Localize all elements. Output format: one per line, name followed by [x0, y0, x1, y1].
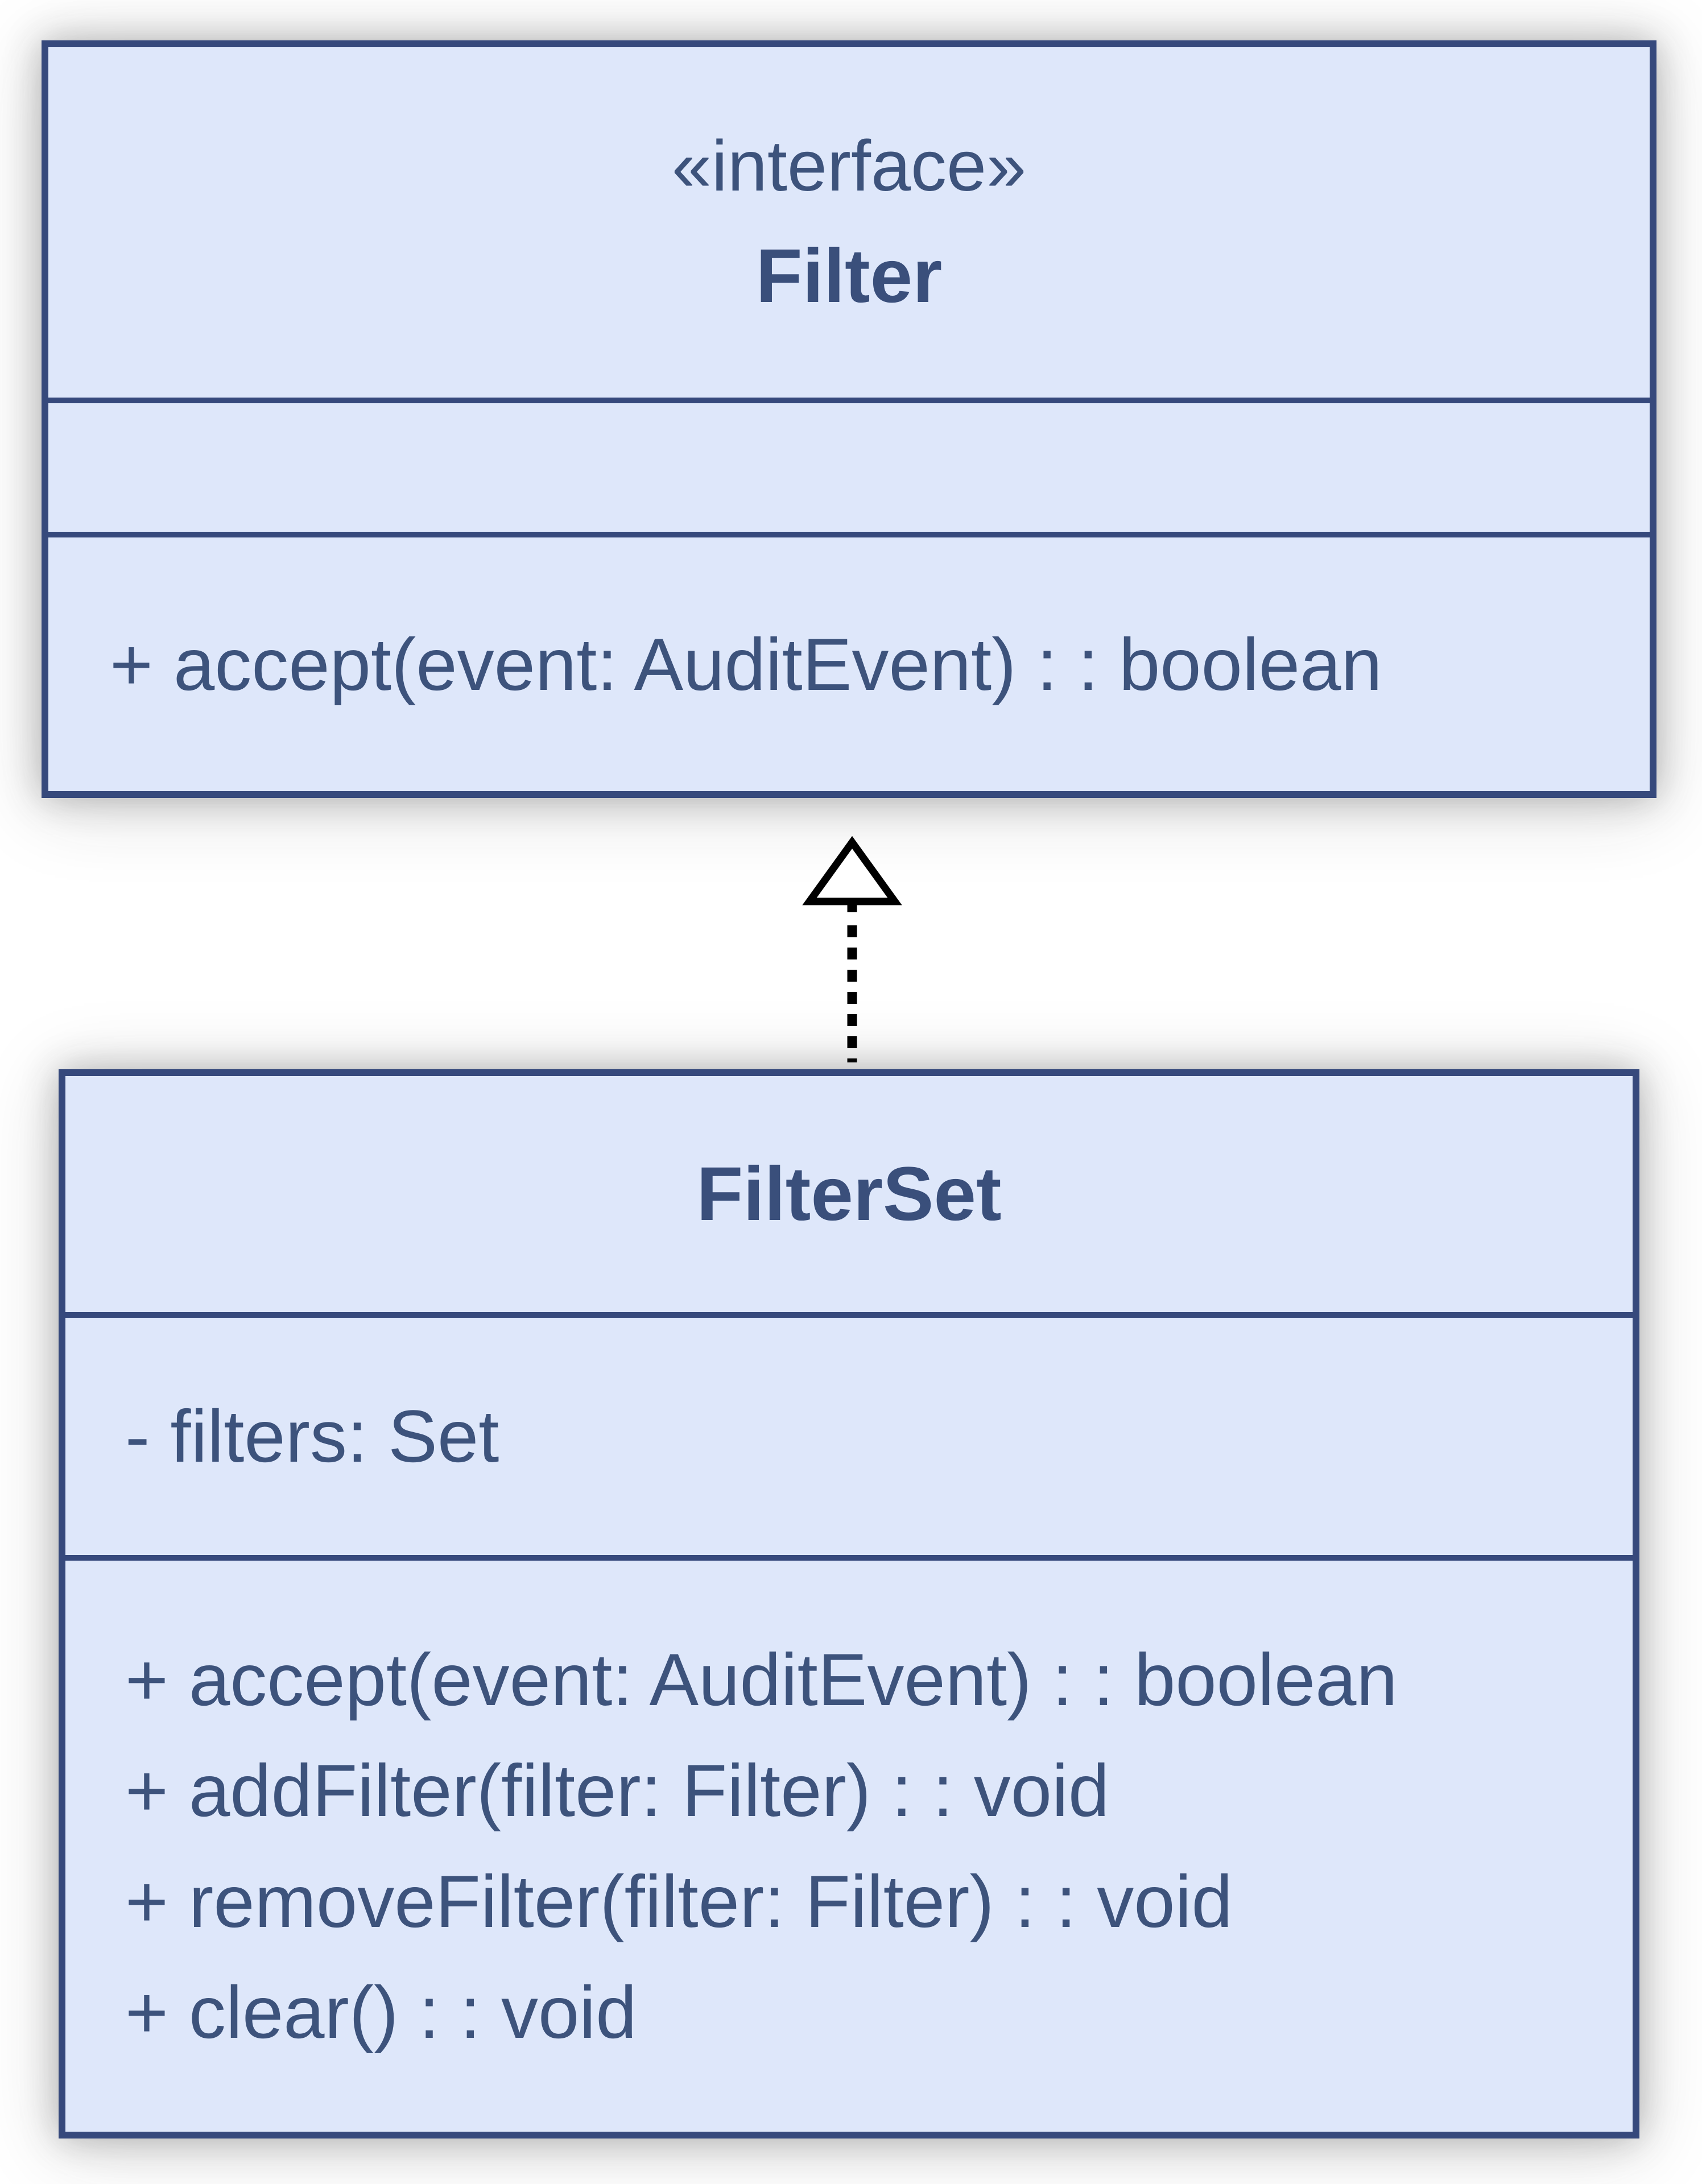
filterset-methods-compartment: + accept(event: AuditEvent) : : boolean …: [65, 1555, 1633, 2132]
hollow-triangle-arrowhead: [802, 835, 902, 905]
class-filterset-box: FilterSet - filters: Set + accept(event:…: [59, 1069, 1639, 2138]
filterset-header-compartment: FilterSet: [65, 1076, 1633, 1312]
filterset-method-accept: + accept(event: AuditEvent) : : boolean: [125, 1638, 1398, 1721]
interface-methods-compartment: + accept(event: AuditEvent) : : boolean: [48, 532, 1650, 791]
interface-stereotype-label: «interface»: [671, 126, 1027, 206]
interface-name-label: Filter: [755, 234, 943, 318]
interface-header-compartment: «interface» Filter: [48, 47, 1650, 398]
filterset-method-clear: + clear() : : void: [125, 1971, 637, 2054]
realization-arrow: [802, 835, 902, 1062]
interface-attributes-compartment: [48, 398, 1650, 532]
filterset-attributes-compartment: - filters: Set: [65, 1312, 1633, 1555]
filterset-attribute-filters: - filters: Set: [125, 1395, 499, 1478]
interface-filter-box: «interface» Filter + accept(event: Audit…: [42, 40, 1656, 798]
filterset-method-addfilter: + addFilter(filter: Filter) : : void: [125, 1749, 1110, 1832]
filterset-name-label: FilterSet: [696, 1151, 1002, 1236]
interface-method-accept: + accept(event: AuditEvent) : : boolean: [110, 622, 1382, 706]
filterset-method-removefilter: + removeFilter(filter: Filter) : : void: [125, 1860, 1233, 1943]
